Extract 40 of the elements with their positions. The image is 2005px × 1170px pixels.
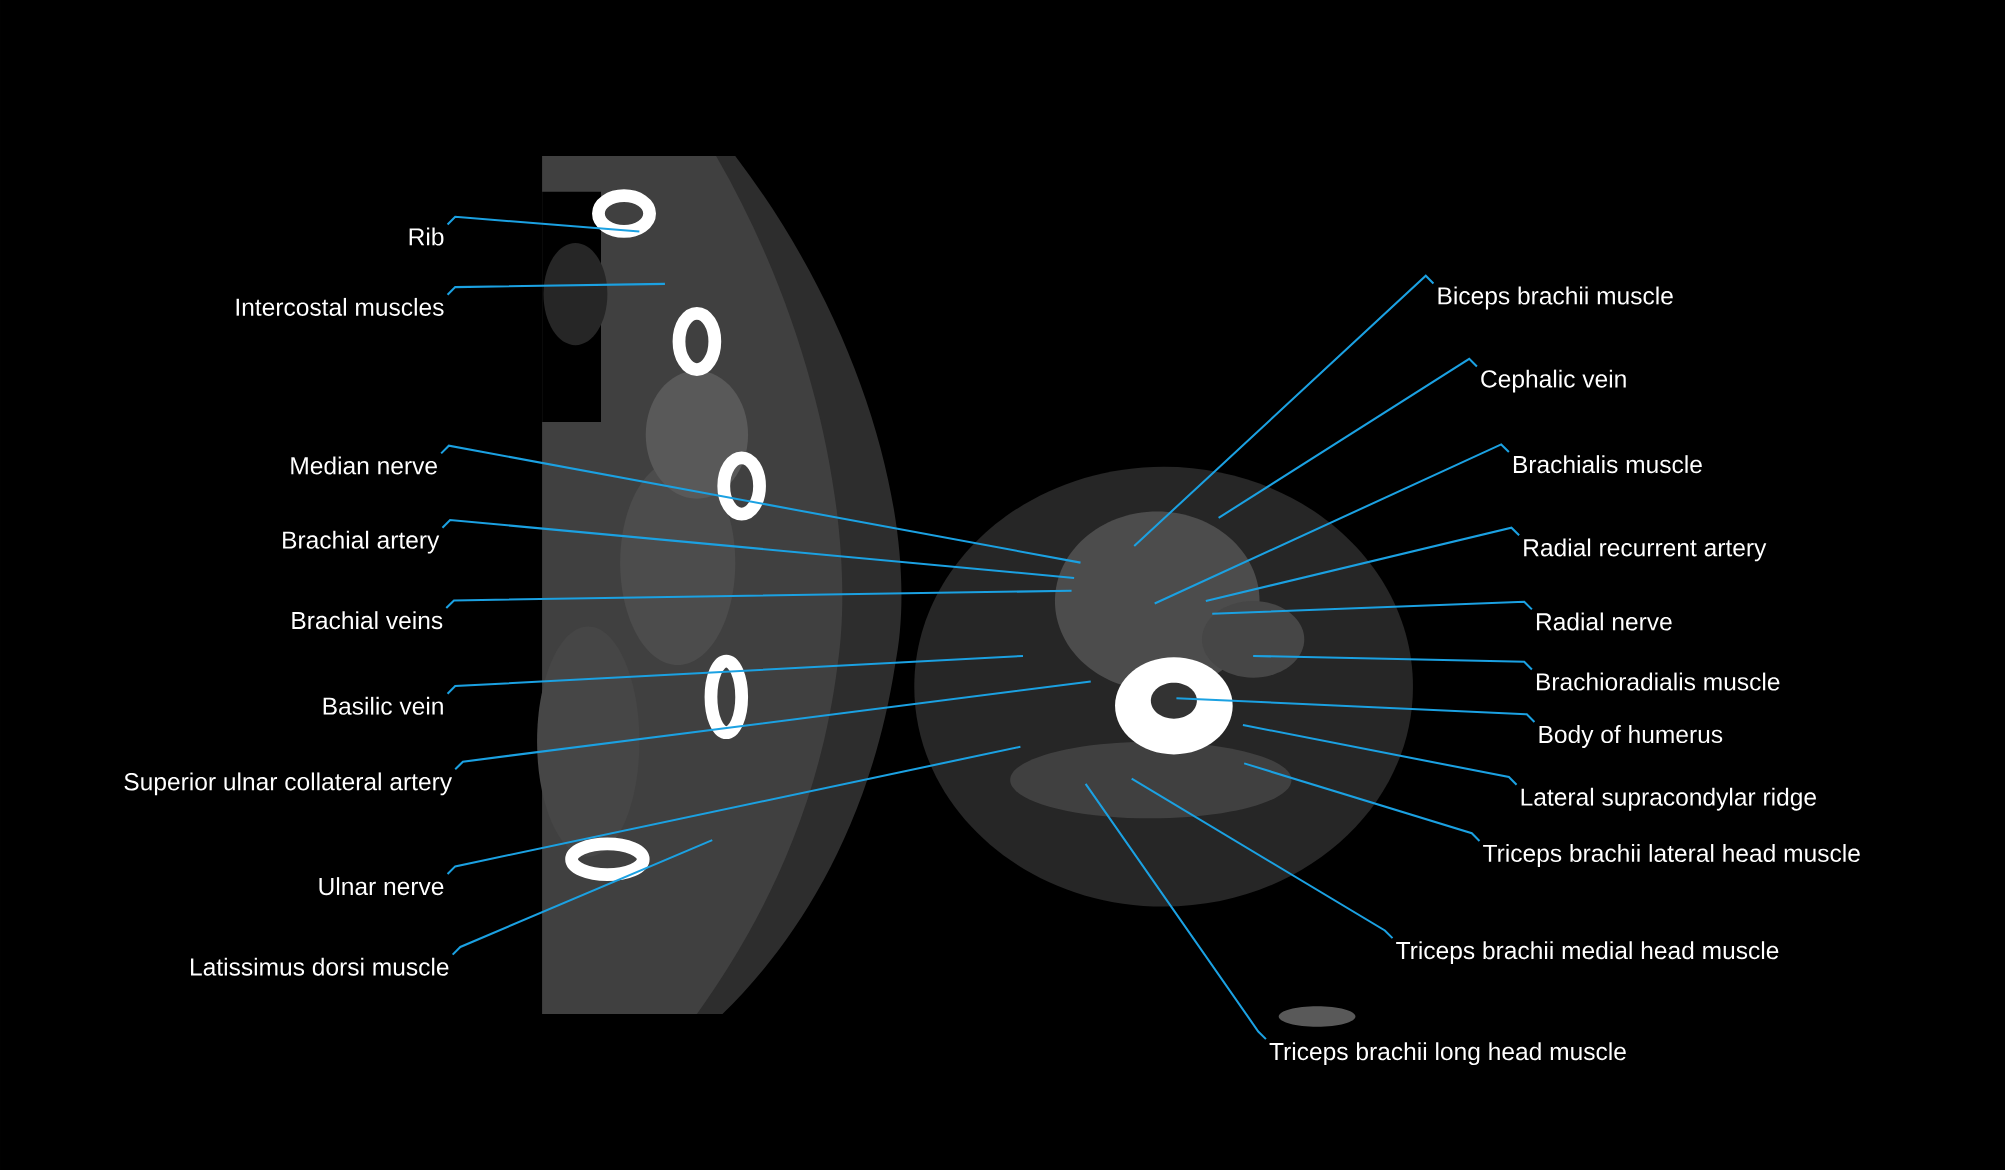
label: Brachioradialis muscle xyxy=(1536,672,1780,691)
leader-line xyxy=(1243,762,1481,842)
label: Radial nerve xyxy=(1536,612,1672,631)
label: Triceps brachii long head muscle xyxy=(1269,1042,1626,1066)
leader-line xyxy=(440,444,1081,564)
label: Triceps brachii lateral head muscle xyxy=(1483,844,1860,867)
label: Brachial veins xyxy=(292,611,443,630)
leader-line xyxy=(1242,724,1518,786)
leader-line xyxy=(1212,600,1533,615)
leader-line xyxy=(1154,443,1510,605)
leader-line xyxy=(446,654,1024,695)
label: Biceps brachii muscle xyxy=(1438,286,1673,310)
leader-line xyxy=(446,215,640,233)
leader-line xyxy=(446,282,665,296)
leader-line xyxy=(451,839,713,956)
leader-line xyxy=(441,518,1075,579)
leader-line xyxy=(1133,274,1435,547)
label: Latissimus dorsi muscle xyxy=(191,957,449,976)
label: Intercostal muscles xyxy=(236,297,444,316)
leader-line xyxy=(1131,777,1394,939)
leader-line xyxy=(445,589,1072,609)
label: Brachial artery xyxy=(283,530,440,554)
leader-line xyxy=(1205,526,1520,602)
leader-line xyxy=(1176,697,1536,723)
leader-line xyxy=(1218,357,1478,519)
leader-line xyxy=(1084,783,1267,1040)
leader-line xyxy=(446,745,1021,875)
label: Median nerve xyxy=(291,456,437,475)
label: Rib xyxy=(409,227,444,246)
label: Superior ulnar collateral artery xyxy=(124,772,453,796)
label: Ulnar nerve xyxy=(319,877,444,896)
label: Lateral supracondylar ridge xyxy=(1521,787,1816,811)
label: Brachialis muscle xyxy=(1513,455,1702,474)
label: Triceps brachii medial head muscle xyxy=(1396,941,1779,965)
label: Basilic vein xyxy=(323,696,443,715)
leader-line xyxy=(454,680,1091,771)
label: Cephalic vein xyxy=(1481,369,1626,393)
leader-line xyxy=(1253,654,1533,671)
label: Radial recurrent artery xyxy=(1524,538,1767,562)
label: Body of humerus xyxy=(1539,725,1723,748)
